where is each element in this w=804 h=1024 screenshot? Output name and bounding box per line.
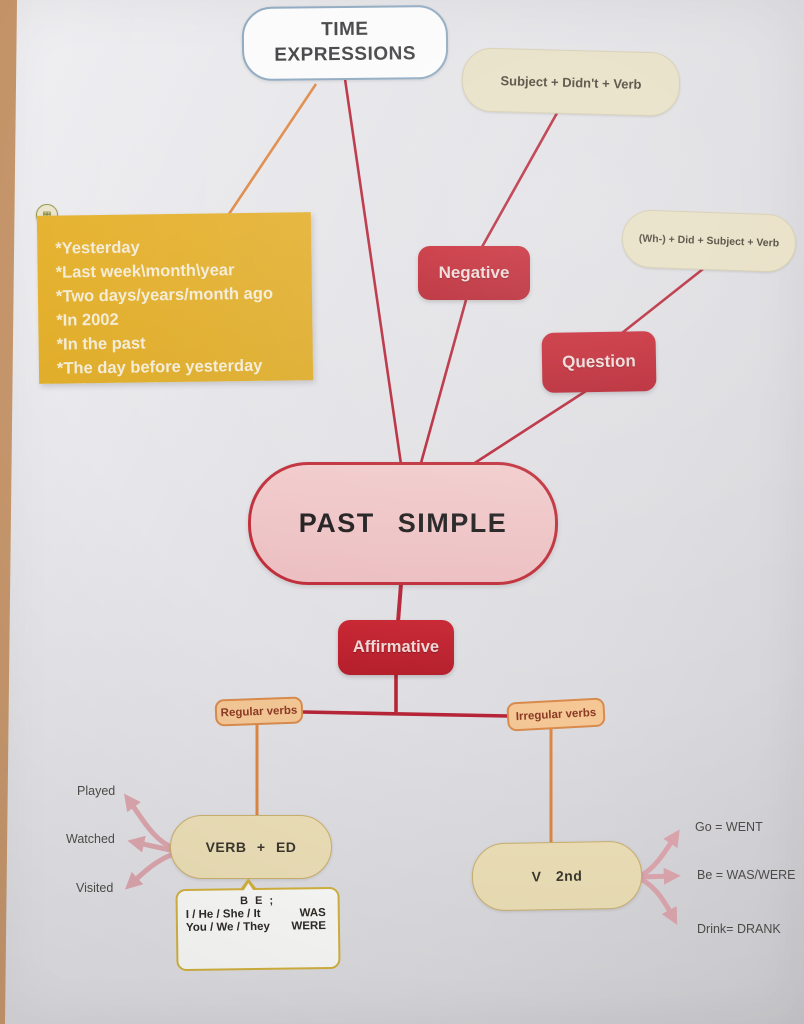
arrow-to-visited (125, 850, 177, 890)
connector-past-to-affirmative (396, 583, 403, 623)
node-time-expressions: TIME EXPRESSIONS (241, 4, 449, 82)
node-be-table: B E ; I / He / She / It WAS You / We / T… (175, 886, 341, 972)
node-past-simple: PAST SIMPLE (248, 462, 558, 585)
time-expressions-line1: TIME (321, 19, 369, 41)
time-list-item: *The day before yesterday (56, 356, 263, 378)
be-row-verb: WAS (299, 907, 326, 920)
connector-formula-to-negative (480, 112, 559, 248)
connector-time-to-list (227, 83, 318, 215)
node-question-formula: (Wh-) + Did + Subject + Verb (621, 208, 797, 274)
be-row-verb: WERE (291, 920, 327, 933)
node-negative-formula: Subject + Didn't + Verb (461, 47, 681, 117)
node-verb-ed: VERB + ED (170, 815, 332, 879)
example-played: Played (77, 784, 116, 798)
node-question: Question (541, 331, 657, 393)
time-list-item: *Two days/years/month ago (55, 284, 274, 306)
connector-negative-to-past (419, 299, 468, 464)
example-visited: Visited (76, 881, 114, 895)
be-row-subject: You / We / They (185, 920, 270, 935)
connector-branch-bar (302, 710, 509, 718)
node-affirmative: Affirmative (338, 620, 454, 675)
node-regular-verbs: Regular verbs (214, 696, 304, 727)
node-v-2nd: V 2nd (471, 840, 643, 912)
connector-time-to-past (343, 78, 403, 465)
arrow-to-go-went (638, 829, 680, 879)
node-time-list: *Yesterday *Last week\month\year *Two da… (36, 212, 314, 384)
be-table-row: I / He / She / It WAS (178, 906, 338, 921)
arrow-to-drink-drank (638, 876, 678, 925)
time-list-item: *In 2002 (56, 310, 119, 330)
connector-formula-to-question (621, 267, 704, 335)
example-go-went: Go = WENT (695, 820, 763, 834)
example-be-waswere: Be = WAS/WERE (697, 868, 796, 882)
be-row-subject: I / He / She / It (185, 907, 261, 922)
example-drink-drank: Drink= DRANK (697, 922, 781, 936)
node-negative: Negative (418, 246, 530, 300)
arrow-to-be-waswere (639, 867, 681, 885)
time-list-item: *Yesterday (55, 238, 140, 258)
time-list-item: *In the past (56, 334, 146, 354)
time-list-item: *Last week\month\year (55, 261, 235, 282)
node-irregular-verbs: Irregular verbs (506, 697, 606, 732)
time-expressions-line2: EXPRESSIONS (274, 43, 417, 66)
be-table-row: You / We / They WERE (178, 919, 338, 934)
connector-question-to-past (466, 389, 587, 470)
example-watched: Watched (66, 832, 115, 846)
